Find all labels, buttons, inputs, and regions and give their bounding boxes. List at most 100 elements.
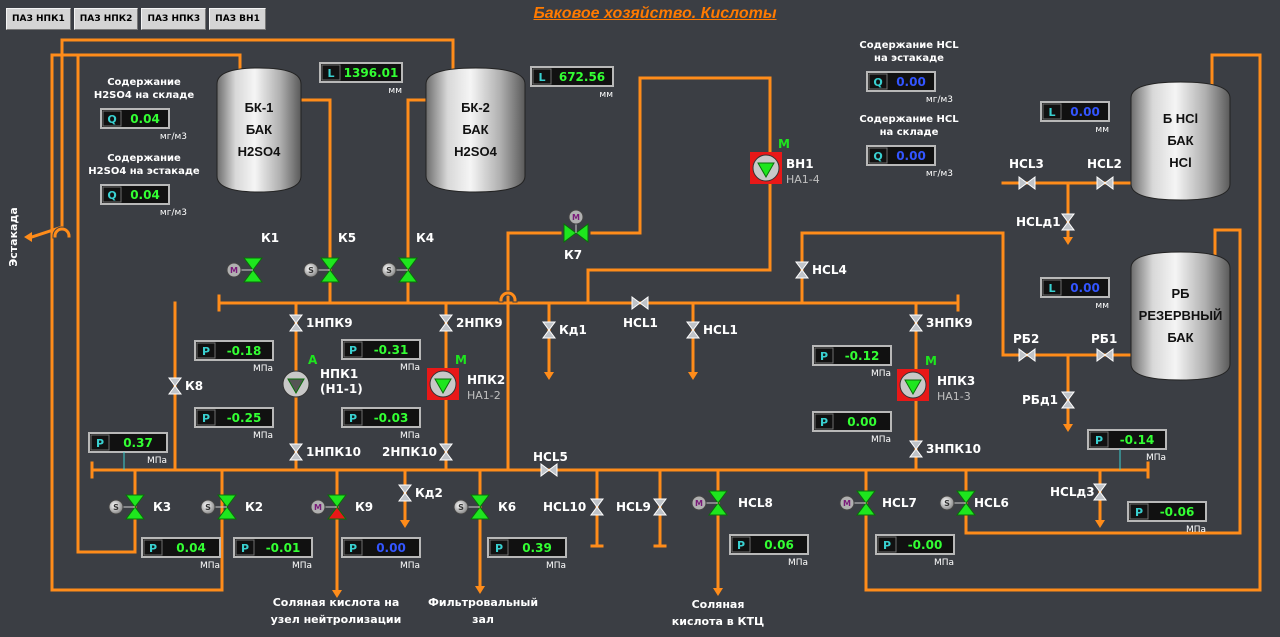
indicator-value: 0.04 <box>176 541 206 555</box>
valve-k8[interactable]: К8 <box>168 377 203 395</box>
valve-hcl1v[interactable]: НСL1 <box>686 321 738 339</box>
valve-label: Кд1 <box>559 323 587 337</box>
solenoid-actuator-icon <box>108 499 124 515</box>
indicator-unit: мм <box>1095 125 1109 135</box>
valve-npk10_3[interactable]: 3НПК10 <box>909 440 981 458</box>
pump-impeller-icon <box>287 378 305 395</box>
valve-label: К4 <box>416 231 434 245</box>
flow-arrow <box>688 372 698 380</box>
indicator-tag: L <box>538 71 545 84</box>
tab-paz-npk1[interactable]: ПАЗ НПК1 <box>6 8 71 30</box>
valve-k7[interactable]: MК7 <box>563 209 589 262</box>
valve-hcld3[interactable]: НСLд3 <box>1050 483 1107 501</box>
indicator-tag: L <box>327 67 334 80</box>
indicator-unit: МПа <box>200 561 220 571</box>
valve-label: 1НПК9 <box>306 316 353 330</box>
indicator-tag: P <box>1095 434 1103 447</box>
tab-paz-npk3[interactable]: ПАЗ НПК3 <box>141 8 207 30</box>
indicator-value: 0.39 <box>522 541 552 555</box>
valve-label: 2НПК9 <box>456 316 503 330</box>
indicator-tag: P <box>349 542 357 555</box>
tank-label-line: Б НСl <box>1163 111 1198 126</box>
valve-body <box>856 490 876 504</box>
valve-hcl10[interactable]: НСL10 <box>543 498 604 516</box>
valve-hcl3[interactable]: НСL3 <box>1009 157 1044 190</box>
tank-body <box>1130 251 1231 381</box>
tab-paz-vn1[interactable]: ПАЗ ВН1 <box>209 8 266 30</box>
pump-impeller-icon <box>904 379 922 396</box>
valve-hcl5[interactable]: НСL5 <box>533 450 568 477</box>
indicator-value: 0.00 <box>1070 281 1100 295</box>
actuator-letter: S <box>205 503 211 512</box>
flow-arrow <box>332 590 342 598</box>
tab-paz-npk2[interactable]: ПАЗ НПК2 <box>73 8 139 30</box>
valve-body <box>542 321 556 331</box>
valve-npk9_3[interactable]: 3НПК9 <box>909 314 973 332</box>
valve-body <box>439 322 453 332</box>
indicator-tag: P <box>737 539 745 552</box>
flow-arrow <box>24 232 32 242</box>
indicator-unit: мг/м3 <box>926 95 953 105</box>
valve-npk9_2[interactable]: 2НПК9 <box>439 314 503 332</box>
indicator-caption: H2SO4 на складе <box>94 90 194 101</box>
valve-npk10_2[interactable]: 2НПК10 <box>382 443 453 461</box>
valve-body <box>795 261 809 271</box>
valve-body <box>909 314 923 324</box>
pump-impeller-icon <box>434 378 452 395</box>
indicator-tag: P <box>1135 506 1143 519</box>
valve-body <box>540 463 550 477</box>
valve-hcl4[interactable]: НСL4 <box>795 261 847 279</box>
indicator-tag-box <box>1089 431 1109 448</box>
destination-label: узел нейтролизации <box>271 613 402 626</box>
valve-body <box>856 502 876 516</box>
valve-hcl9[interactable]: НСL9 <box>616 498 667 516</box>
motor-actuator-icon <box>310 499 326 515</box>
valve-rbd1[interactable]: РБд1 <box>1022 391 1075 409</box>
indicator-caption: на эстакаде <box>874 53 944 64</box>
valve-npk10_1[interactable]: 1НПК10 <box>289 443 361 461</box>
destination-label: Соляная кислота на <box>273 596 400 609</box>
flow-arrow <box>713 588 723 596</box>
valve-rb2[interactable]: РБ2 <box>1013 332 1039 362</box>
valve-body <box>575 223 589 243</box>
valve-body <box>217 506 237 520</box>
valve-body <box>289 451 303 461</box>
valve-label: РБ1 <box>1091 332 1117 346</box>
valve-hcld1[interactable]: НСLд1 <box>1016 213 1075 231</box>
valve-body <box>909 440 923 450</box>
indicator-tag-box <box>532 68 552 85</box>
valve-body <box>289 322 303 332</box>
valve-npk9_1[interactable]: 1НПК9 <box>289 314 353 332</box>
valve-body <box>243 257 263 271</box>
valve-kd2[interactable]: Кд2 <box>398 484 443 502</box>
valve-rb1[interactable]: РБ1 <box>1091 332 1117 362</box>
valve-kd1[interactable]: Кд1 <box>542 321 587 339</box>
pump-mode-letter: М <box>778 137 790 151</box>
valve-body <box>398 484 412 494</box>
valve-k1[interactable]: MК1 <box>226 231 279 283</box>
valve-k5[interactable]: SК5 <box>303 231 356 283</box>
valve-hcl2[interactable]: НСL2 <box>1087 157 1122 190</box>
valve-k4[interactable]: SК4 <box>381 231 434 283</box>
indicator-value: 0.06 <box>764 538 794 552</box>
indicator-tag-box <box>196 409 216 426</box>
valve-hcl1h[interactable]: НСL1 <box>623 296 658 330</box>
tank-body <box>1130 81 1231 201</box>
indicator-tag-box <box>102 186 122 203</box>
